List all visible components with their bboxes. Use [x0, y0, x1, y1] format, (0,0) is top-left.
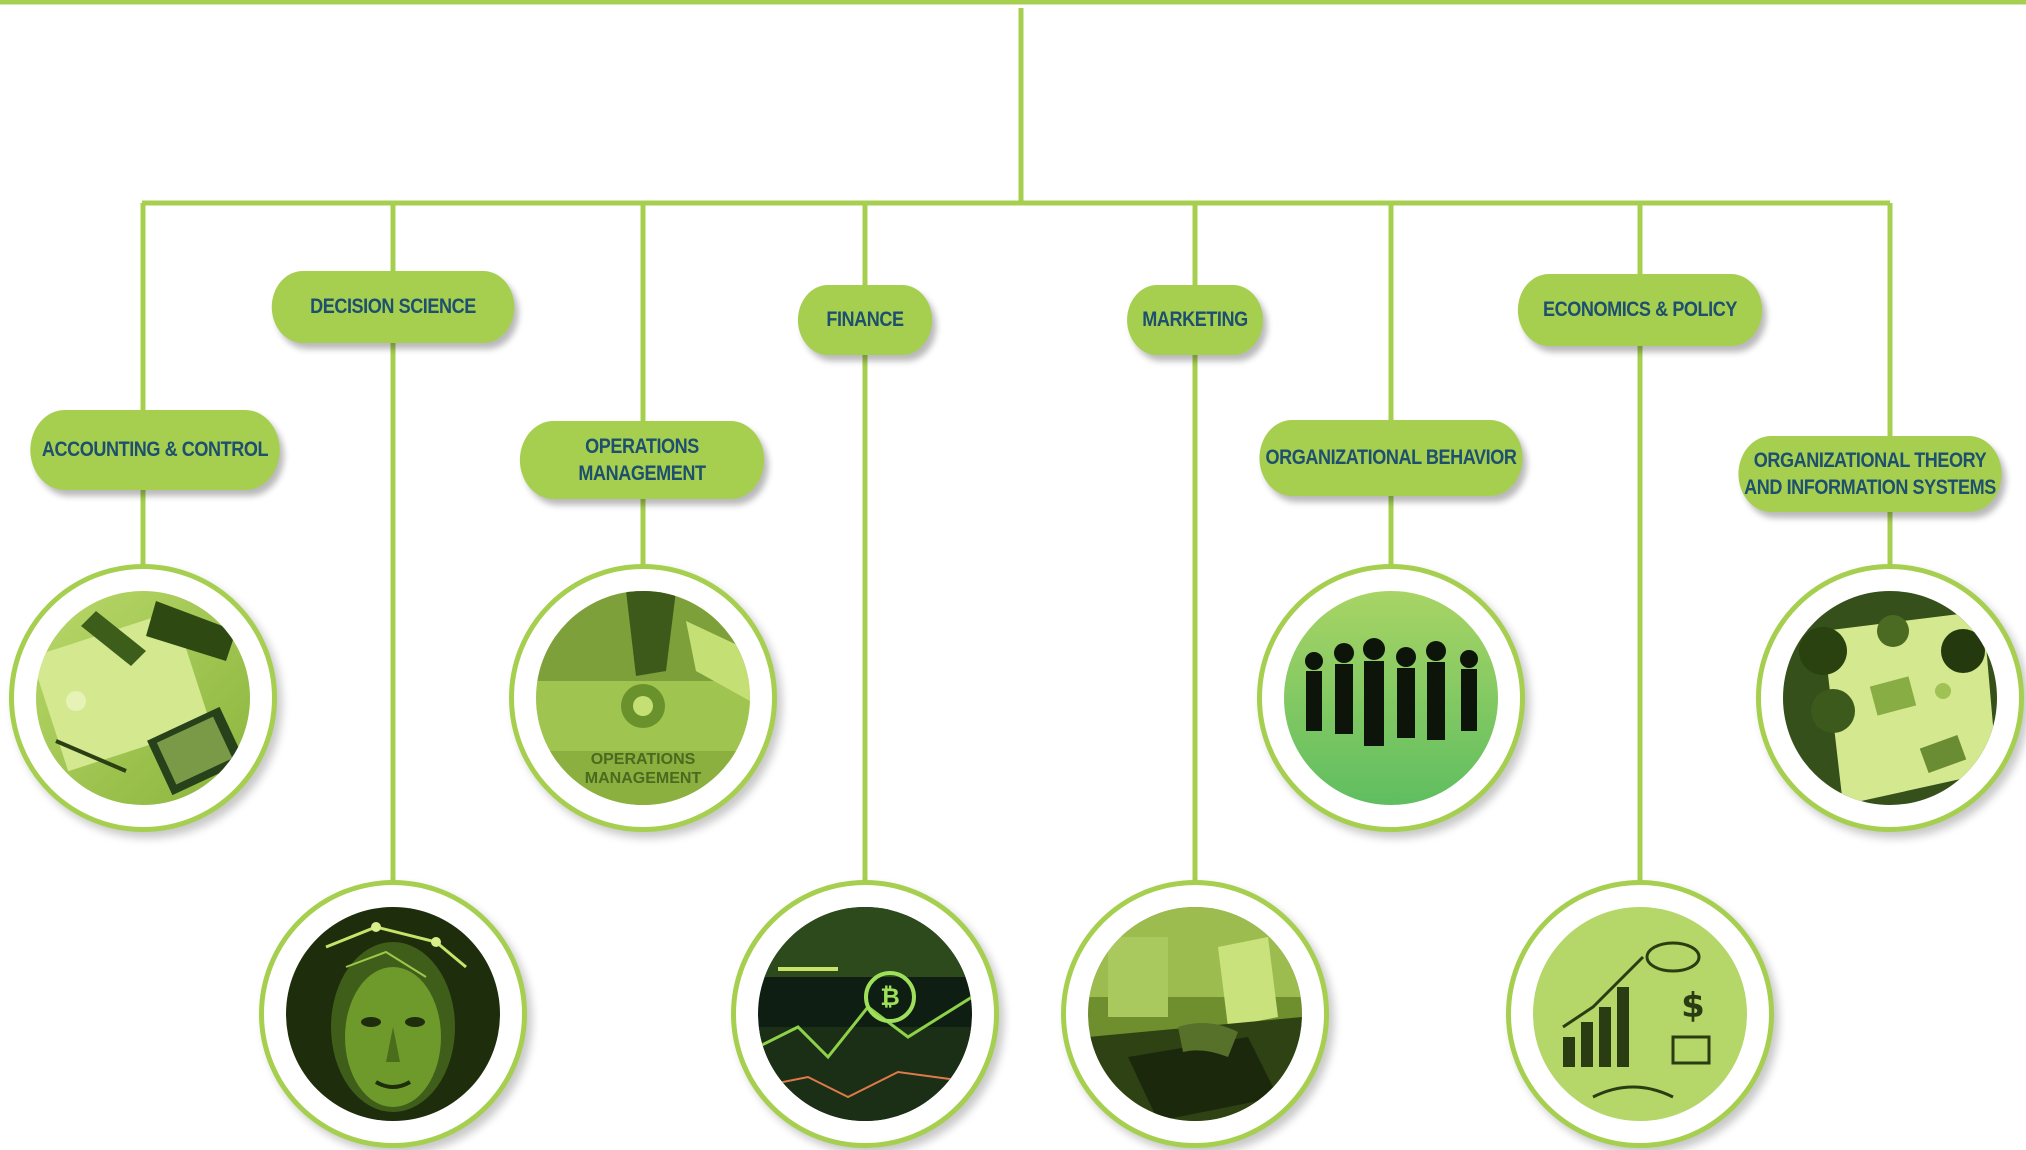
accounting-photo-circle	[9, 564, 277, 832]
decision-science-photo-circle	[259, 880, 527, 1148]
finance-label: FINANCE	[797, 285, 933, 355]
marketing-photo-circle	[1061, 880, 1329, 1148]
accounting-control-label: ACCOUNTING & CONTROL	[30, 410, 280, 490]
ai-head-photo	[286, 907, 500, 1121]
decision-science-label: DECISION SCIENCE	[271, 271, 515, 343]
organizational-theory-photo-circle	[1756, 564, 2024, 832]
decision-science-text: DECISION SCIENCE	[310, 295, 476, 319]
svg-text:₿: ₿	[880, 983, 900, 1011]
economics-photo-circle: $	[1506, 880, 1774, 1148]
svg-text:$: $	[1681, 986, 1705, 1026]
organizational-behavior-label: ORGANIZATIONAL BEHAVIOR	[1259, 420, 1523, 496]
marketing-text: MARKETING	[1142, 308, 1248, 332]
laptop-typing-photo	[1088, 907, 1302, 1121]
organizational-theory-line1: ORGANIZATIONAL THEORY	[1753, 448, 1987, 472]
accounting-photo	[36, 591, 250, 805]
operations-management-label: OPERATIONS MANAGEMENT	[519, 421, 765, 499]
operations-photo-caption-2: MANAGEMENT	[585, 770, 702, 787]
operations-photo-circle: OPERATIONS MANAGEMENT	[509, 564, 777, 832]
economics-policy-text: ECONOMICS & POLICY	[1543, 298, 1737, 322]
organizational-theory-text: ORGANIZATIONAL THEORY AND INFORMATION SY…	[1744, 447, 1996, 502]
marketing-label: MARKETING	[1127, 285, 1263, 355]
organizational-behavior-photo-circle	[1257, 564, 1525, 832]
operations-photo-caption-1: OPERATIONS	[591, 751, 696, 768]
organizational-behavior-text: ORGANIZATIONAL BEHAVIOR	[1265, 446, 1517, 470]
doodle-chart-photo: $	[1533, 907, 1747, 1121]
finance-text: FINANCE	[826, 308, 904, 332]
finance-photo-circle: ₿	[731, 880, 999, 1148]
bitcoin-chart-photo: ₿	[758, 907, 972, 1121]
organizational-theory-label: ORGANIZATIONAL THEORY AND INFORMATION SY…	[1738, 436, 2002, 512]
meeting-table-photo	[1783, 591, 1997, 805]
business-people-photo	[1284, 591, 1498, 805]
operations-photo: OPERATIONS MANAGEMENT	[536, 591, 750, 805]
accounting-control-text: ACCOUNTING & CONTROL	[41, 438, 269, 462]
operations-management-text: OPERATIONS MANAGEMENT	[578, 434, 706, 485]
organizational-theory-line2: AND INFORMATION SYSTEMS	[1744, 476, 1996, 499]
economics-policy-label: ECONOMICS & POLICY	[1517, 274, 1763, 346]
